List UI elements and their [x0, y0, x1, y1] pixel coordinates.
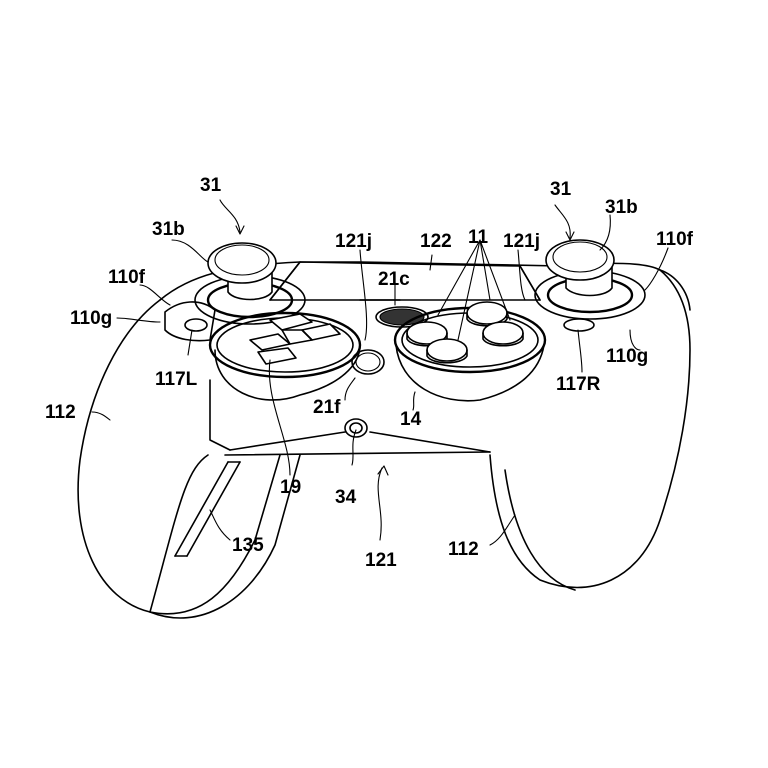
options-button — [563, 318, 595, 332]
ref-121: 121 — [365, 550, 397, 571]
right-analog-stick — [534, 239, 646, 320]
ref-21f: 21f — [313, 397, 341, 418]
ref-31-right: 31 — [550, 179, 572, 200]
ref-121j-left: 121j — [335, 231, 372, 252]
left-grip — [77, 299, 301, 619]
ref-121j-right: 121j — [503, 231, 540, 252]
face-button-housing — [393, 301, 547, 402]
right-grip — [489, 269, 691, 591]
ref-112-right: 112 — [448, 539, 479, 560]
leader-lines — [91, 199, 669, 546]
ref-14: 14 — [400, 409, 422, 430]
ref-117L: 117L — [155, 369, 198, 390]
left-wing-surface — [164, 301, 216, 342]
ref-31b-right: 31b — [605, 197, 638, 218]
ref-110f-right: 110f — [656, 229, 693, 250]
headset-jack — [344, 418, 368, 438]
share-button — [184, 318, 208, 332]
ref-31-left: 31 — [200, 175, 222, 196]
ref-110f-left: 110f — [108, 267, 145, 288]
left-analog-stick — [194, 242, 306, 325]
ref-112-left: 112 — [45, 402, 76, 423]
ref-19: 19 — [280, 477, 302, 498]
ref-117R: 117R — [556, 374, 601, 395]
dpad-housing — [208, 311, 362, 401]
ref-135: 135 — [232, 535, 264, 556]
ref-34: 34 — [335, 487, 357, 508]
ref-110g-right: 110g — [606, 346, 649, 367]
ref-11: 11 — [468, 227, 489, 248]
ref-31b-left: 31b — [152, 219, 185, 240]
ref-110g-left: 110g — [70, 308, 113, 329]
ref-21c: 21c — [378, 269, 410, 290]
ps-button — [351, 349, 385, 375]
ref-122: 122 — [420, 231, 452, 252]
